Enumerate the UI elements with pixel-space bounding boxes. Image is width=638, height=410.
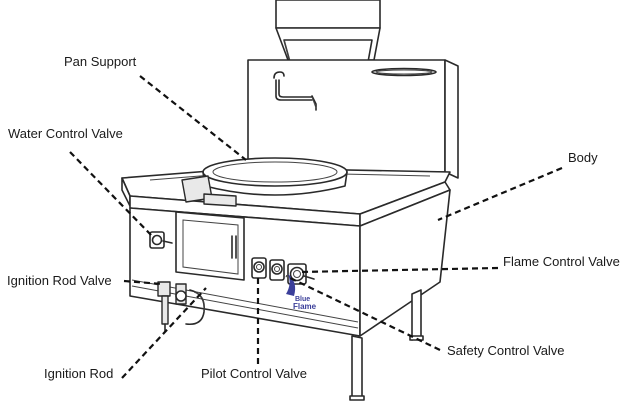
wok-range-illustration: Blue Flame	[121, 0, 459, 401]
leader-ignition-rod	[121, 287, 207, 379]
legs	[349, 289, 424, 401]
pan-support-ring	[181, 157, 348, 207]
backsplash	[247, 59, 459, 179]
label-ignition-rod: Ignition Rod	[44, 366, 113, 381]
leader-lines	[69, 75, 563, 379]
leader-water-control-valve	[69, 151, 155, 239]
label-flame-control-valve: Flame Control Valve	[503, 254, 620, 269]
water-valve-knob	[149, 231, 173, 249]
brand-line-2: Flame	[293, 302, 317, 311]
leader-ignition-rod-valve	[123, 279, 163, 286]
label-water-control-valve: Water Control Valve	[8, 126, 123, 141]
brand-line-1: Blue	[295, 296, 310, 303]
leader-pan-support	[139, 75, 247, 161]
brand-logo: Blue Flame	[286, 274, 317, 311]
water-spout	[273, 71, 317, 111]
leader-body	[437, 166, 563, 222]
callout-labels: Pan Support Water Control Valve Body Fla…	[7, 54, 620, 381]
label-safety-control-valve: Safety Control Valve	[447, 343, 565, 358]
label-ignition-rod-valve: Ignition Rod Valve	[7, 273, 112, 288]
label-pilot-control-valve: Pilot Control Valve	[201, 366, 307, 381]
gas-plumbing	[157, 281, 206, 333]
label-body: Body	[568, 150, 598, 165]
leader-safety-control-valve	[285, 275, 441, 351]
label-pan-support: Pan Support	[64, 54, 137, 69]
access-door	[175, 211, 245, 281]
flue-chimney	[275, 0, 381, 63]
leader-flame-control-valve	[299, 266, 499, 274]
